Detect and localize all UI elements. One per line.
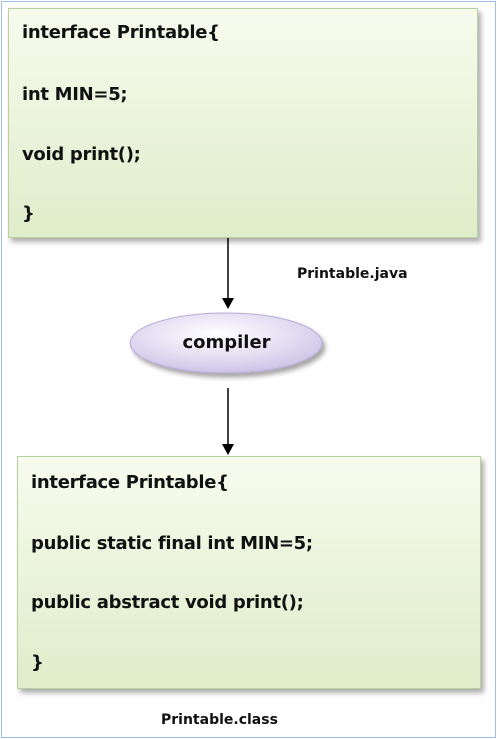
source-code-line: int MIN=5;	[22, 84, 128, 105]
source-code-box	[8, 8, 478, 238]
source-file-caption: Printable.java	[297, 266, 408, 282]
arrow-compiler-to-output	[222, 388, 234, 455]
compiled-code-line: public static final int MIN=5;	[31, 533, 313, 554]
compiler-label: compiler	[182, 332, 271, 353]
source-code-line: void print();	[22, 144, 141, 165]
source-code-line: }	[22, 203, 35, 224]
compiled-code-line: }	[31, 652, 44, 673]
compiler-ellipse	[129, 312, 323, 374]
arrow-source-to-compiler	[222, 238, 234, 309]
compiled-file-caption: Printable.class	[161, 712, 278, 728]
source-code-line: interface Printable{	[22, 22, 220, 43]
compiled-code-line: public abstract void print();	[31, 592, 304, 613]
compiled-code-line: interface Printable{	[31, 472, 229, 493]
compiled-code-box	[17, 456, 481, 689]
